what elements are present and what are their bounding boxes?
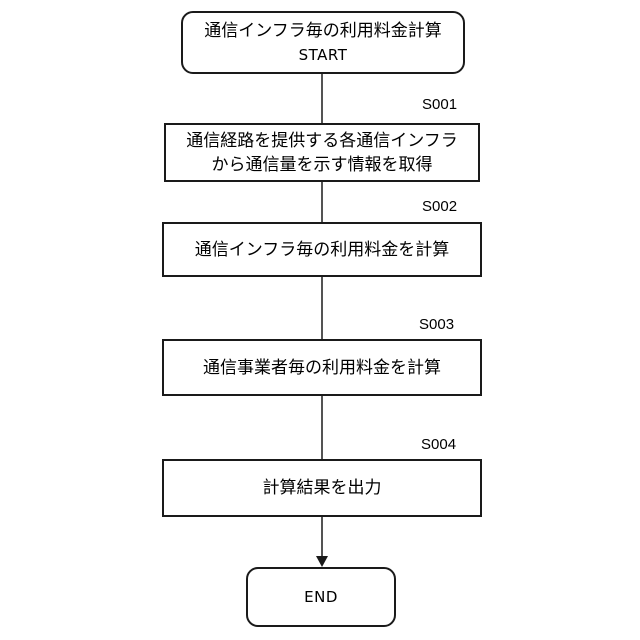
arrowhead-end	[316, 556, 328, 567]
step-s004-line-1: 計算結果を出力	[263, 476, 382, 500]
step-label-s002: S002	[422, 198, 457, 216]
end-label: END	[304, 585, 338, 609]
step-s001-line-2: から通信量を示す情報を取得	[212, 153, 433, 177]
process-step-s001: 通信経路を提供する各通信インフラ から通信量を示す情報を取得	[164, 123, 480, 182]
end-terminal: END	[246, 567, 396, 627]
process-step-s002: 通信インフラ毎の利用料金を計算	[162, 222, 482, 277]
process-step-s004: 計算結果を出力	[162, 459, 482, 517]
process-step-s003: 通信事業者毎の利用料金を計算	[162, 339, 482, 396]
start-label-en: START	[299, 43, 348, 67]
step-s003-line-1: 通信事業者毎の利用料金を計算	[203, 356, 441, 380]
step-label-s003: S003	[419, 316, 454, 334]
step-label-s001: S001	[422, 96, 457, 114]
start-label-jp: 通信インフラ毎の利用料金計算	[204, 19, 442, 43]
step-s001-line-1: 通信経路を提供する各通信インフラ	[186, 129, 458, 153]
start-terminal: 通信インフラ毎の利用料金計算 START	[181, 11, 465, 74]
step-s002-line-1: 通信インフラ毎の利用料金を計算	[195, 238, 450, 262]
step-label-s004: S004	[421, 436, 456, 454]
